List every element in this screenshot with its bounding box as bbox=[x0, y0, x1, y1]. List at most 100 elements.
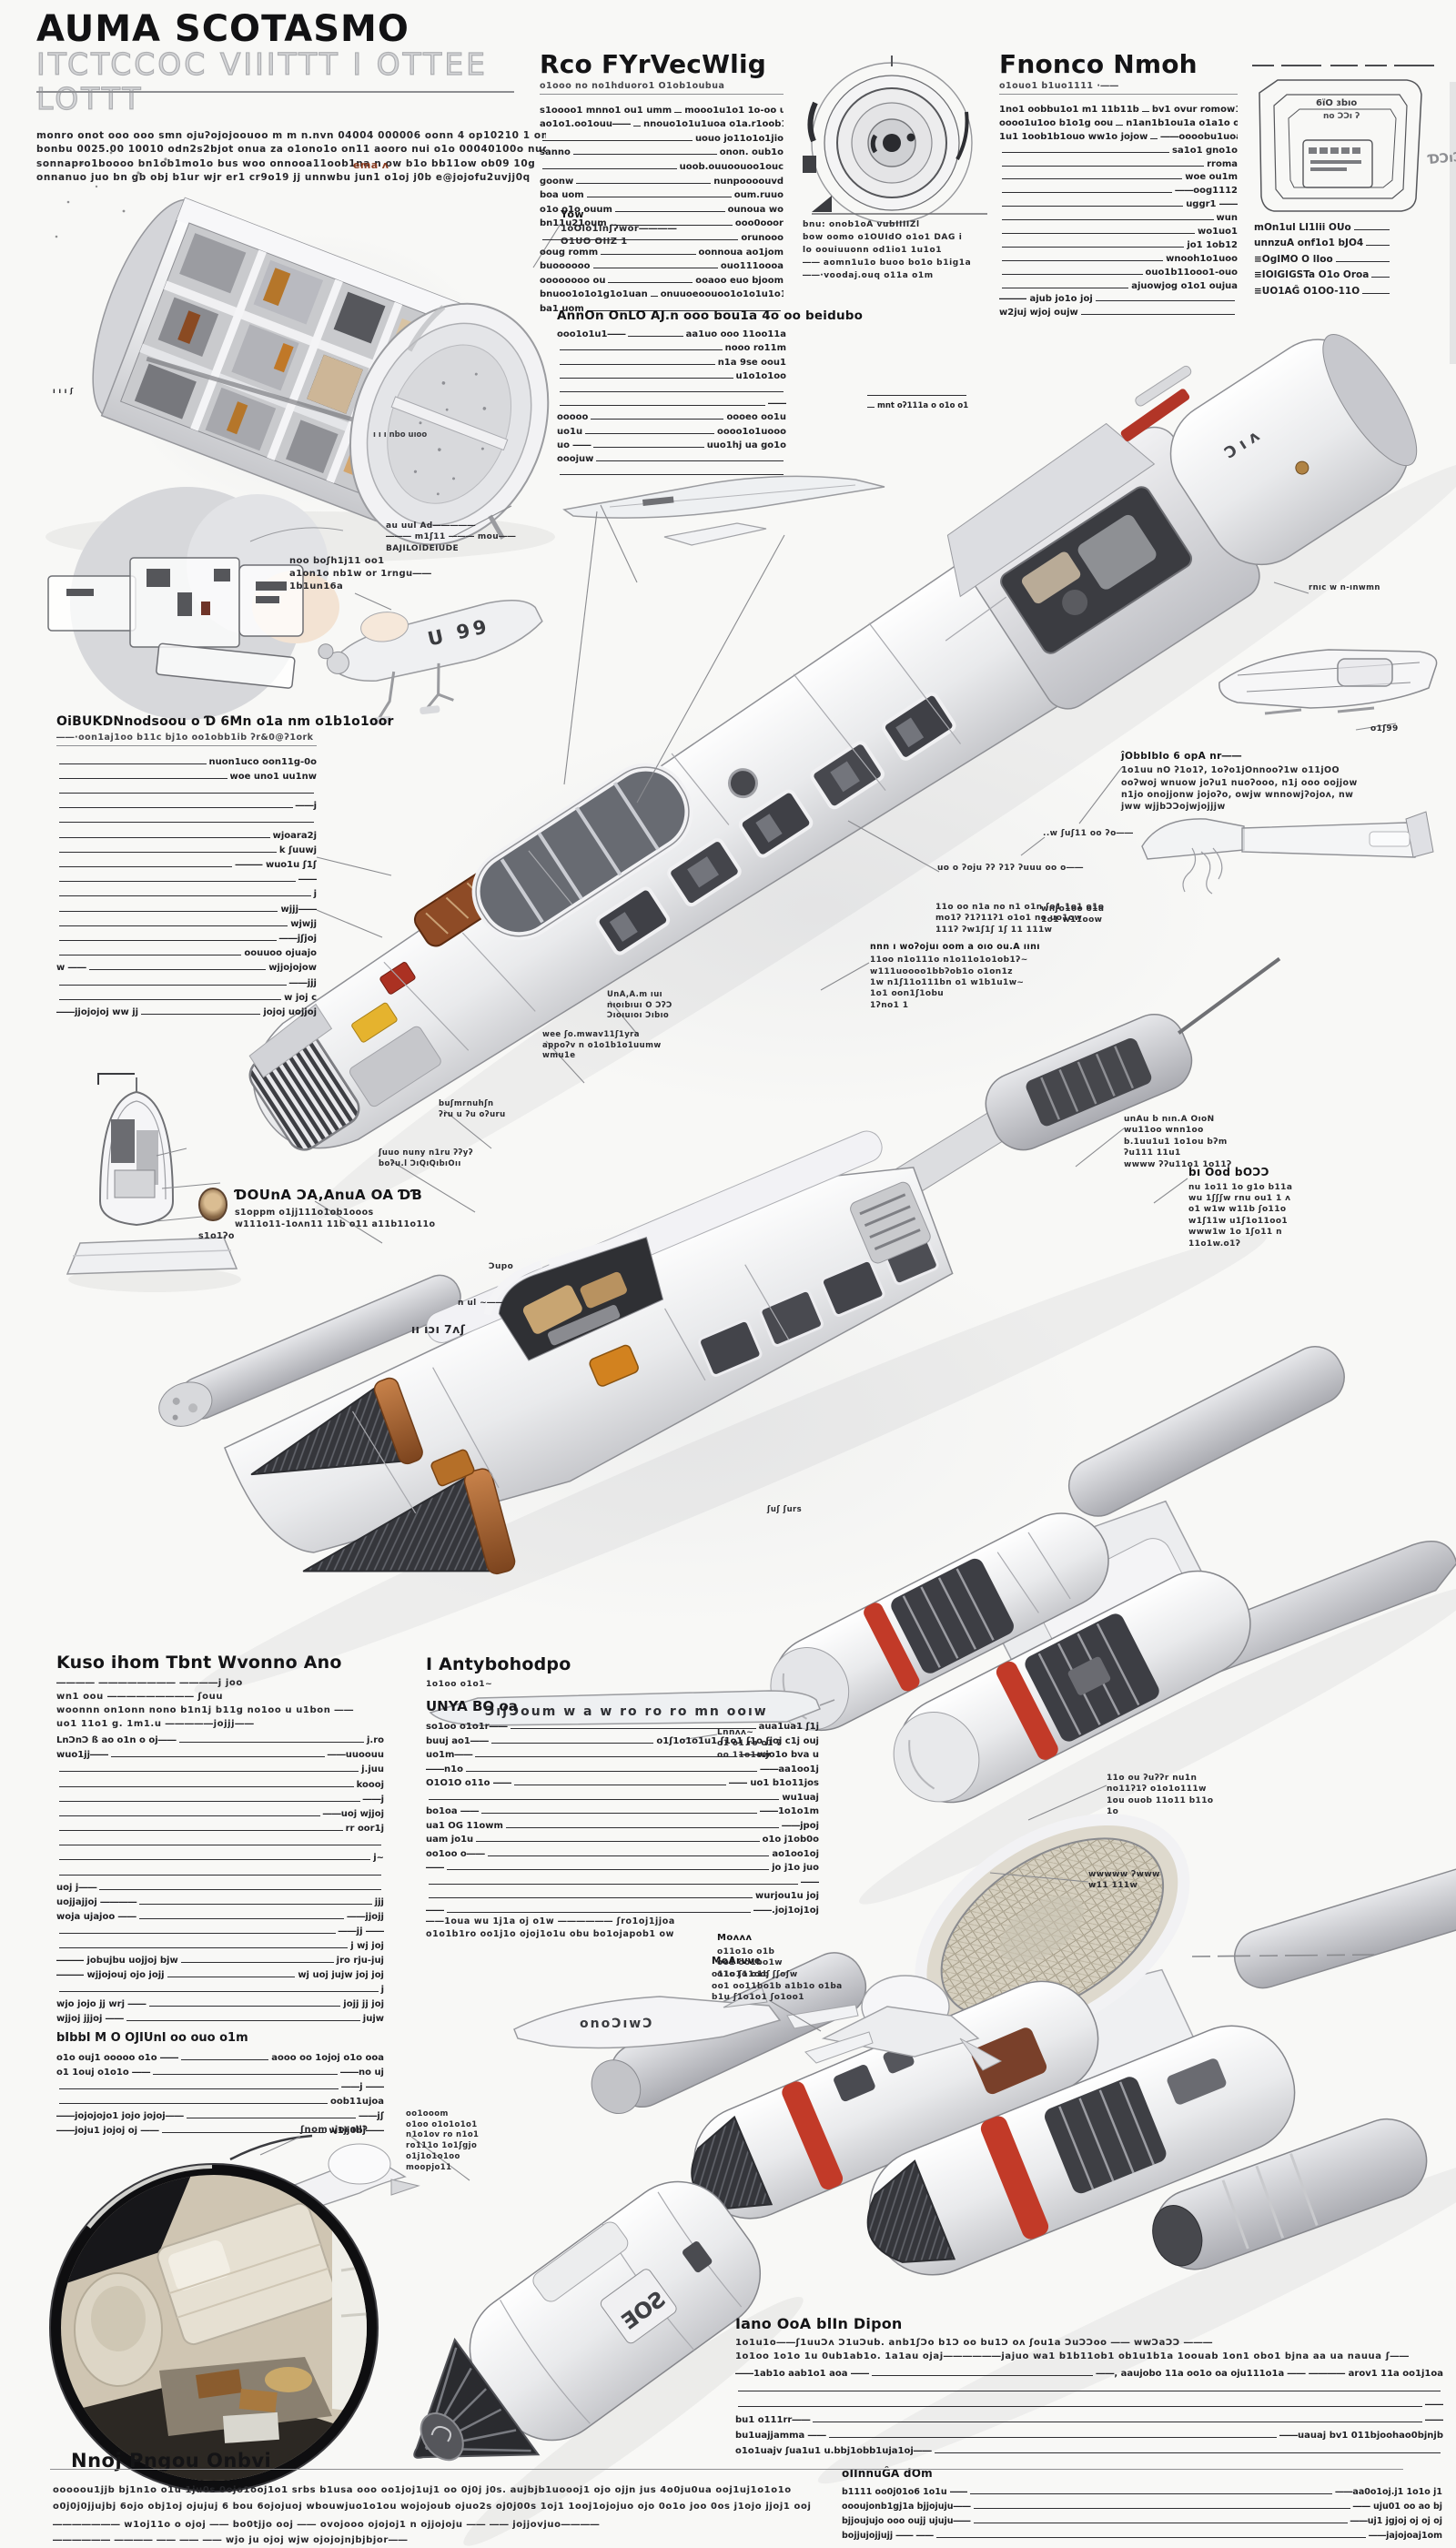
annotation-line: wwwww ʔwww bbox=[1088, 1870, 1160, 1879]
annotation-line: o11o1o o1b bbox=[717, 1946, 775, 1956]
intro-line: onnanuo juo bn gb obj b1ur wjr er1 cr9o1… bbox=[36, 172, 531, 184]
annotation-line: boʔu.l ƆıQıQıbıOıı bbox=[379, 1158, 461, 1168]
spec-row: bnuoo1o1o1g1o1uanonuuoeoouoo1o1o1u1o1um bbox=[540, 289, 784, 300]
annotation-line: ʃnom ıjoı ıllʔ bbox=[300, 2125, 369, 2135]
ship-bar-side: ƆıʃƆoum w a w ro ro ro mn ooıw bbox=[429, 1690, 835, 1726]
annotation-heading: Yow bbox=[561, 208, 584, 220]
porthole-label: ʃnom ıjoı ıllʔ bbox=[300, 2124, 391, 2137]
annotation-line: wu 1ʃʃʃw rnu ou1 1 ʌ bbox=[1188, 1193, 1291, 1203]
spec-row: wjoara2j bbox=[56, 825, 317, 841]
spec-row: o1 1ouj o1o1o ――――no uj bbox=[56, 2068, 384, 2078]
annotation-line: ――― m1ʃ11 ――― mou―― bbox=[386, 532, 516, 542]
annotation-line: s1oppm o1jj111o1ob1ooos bbox=[235, 1207, 374, 1218]
annotation-line: wnʃo1oo o1a bbox=[1041, 905, 1105, 914]
spec-row: wo1uo1 bbox=[999, 223, 1238, 237]
spec-row: wjo jojo jj wrj ――jojj jj joj bbox=[56, 1999, 384, 2010]
annotation-line: ʔu111 11u1 bbox=[1124, 1148, 1181, 1158]
footer-heading: Nnoj Pngou Onbvi bbox=[71, 2450, 272, 2472]
annotation-line: 1o1 w11oow bbox=[1041, 915, 1103, 925]
annotation-line: moopjo11 bbox=[406, 2162, 452, 2172]
spec-row: wjjoj jjjoj ――jujw bbox=[56, 2014, 384, 2025]
spec-row: ≡OgIMO O lIoo bbox=[1254, 248, 1392, 265]
pseudo-line: uo1 11o1 g. 1m1.u ―――――jojjj―― bbox=[56, 1718, 255, 1729]
intro-line: sonnapro1boooo bn1ob1mo1o bus woo onnooa… bbox=[36, 157, 536, 169]
hab-tag: ı ı ı nbo uıoo bbox=[373, 430, 427, 440]
nose-label-a: Ɔupo bbox=[489, 1261, 530, 1272]
ship4-tri-pod bbox=[591, 1813, 1456, 2484]
spec-row bbox=[56, 811, 317, 825]
annotation-line: ema ʌ bbox=[353, 159, 389, 171]
spec-row bbox=[735, 2379, 1443, 2394]
spec-row: w ――wjjojojow bbox=[56, 963, 317, 974]
spec-row: j.juu bbox=[56, 1760, 384, 1774]
spec-row: ―― bbox=[557, 395, 786, 409]
cockpit-text-2: no ƆƆı ʔ bbox=[1323, 112, 1360, 121]
spec-row: oooujonb1gj1a bjjojuju―――― uju01 oo ao b… bbox=[842, 2502, 1442, 2513]
annotation-line: www1w 1o 1ʃo11 n bbox=[1188, 1228, 1282, 1238]
spec-row: oouuoo ojuajo bbox=[56, 944, 317, 958]
annotation-line: O1UO OIIZ 1 bbox=[561, 236, 628, 247]
footer-rule bbox=[50, 2469, 1403, 2470]
glass-craft-plan bbox=[1218, 649, 1438, 715]
spec-row: wnooh1o1uoo bbox=[999, 250, 1238, 264]
shuttle-craft: U 99 bbox=[318, 599, 543, 725]
glassplan-label: o1ʃ99 bbox=[1370, 723, 1416, 734]
pseudo-line: ―――― ―――――――― ――――j joo bbox=[56, 1677, 243, 1688]
pseudo-line: bow oomo o1OUIdO o1o1 DAG i bbox=[803, 233, 963, 242]
spec-row: unnzuA onf1o1 bJO4 bbox=[1254, 233, 1392, 248]
spec-row: oob11ujoa bbox=[56, 2092, 384, 2107]
spec-row: ajuowjog o1o1 oujua bbox=[999, 278, 1238, 291]
annotation-heading: Moʌʌʌ bbox=[717, 1933, 753, 1943]
pseudo-paragraph: ――1oua wu 1j1a oj o1w ―――――― ʃro1oj1jjoa… bbox=[426, 1916, 819, 1941]
cockpit-side-label: ƊƆıƆ bbox=[1427, 150, 1456, 167]
block-subheading: bIbbI M O OJIUnI oo ouo o1m bbox=[56, 2031, 248, 2046]
spec-row: j bbox=[56, 1980, 384, 1995]
spec-row: bjjoujujo ooo oujj ujuju――――uj1 jgjoj oj… bbox=[842, 2516, 1442, 2527]
annotation-line: buʃmrnuhʃn bbox=[439, 1099, 494, 1108]
spec-row: wu1uaj bbox=[426, 1788, 819, 1803]
annotation-line: 11o oo n1a no n1 o1n ʃo1 1o1 o1o bbox=[935, 903, 1105, 912]
annotation-line: nu 1o11 1o g1o b11a bbox=[1188, 1182, 1293, 1192]
spec-row: ――uoj wjjoj bbox=[56, 1805, 384, 1819]
escape-pod-diagram bbox=[66, 1073, 241, 1292]
annotation-line: 1o1uu nO ʔ1o1ʔ, 1oʔo1jOnnooʔ1w o11jOO bbox=[1121, 765, 1340, 776]
annotation-line: wee ʃo.mwav11ʃ1yra bbox=[542, 1030, 640, 1039]
pseudo-paragraph: 1o1u1o――ʃ1uuƆʌ Ɔ1uƆub. anb1ʃƆo b1Ɔ oo bu… bbox=[735, 2336, 1443, 2363]
engine-section-diagram bbox=[803, 56, 987, 224]
flat-aircraft-glyph: onoƆıwƆ bbox=[580, 2017, 653, 2031]
hab-module-cutaway: ı ı ı nbo uıoo bbox=[46, 148, 555, 562]
spec-row: ooojuw bbox=[557, 450, 786, 464]
annotation-line: s1o1ʔo bbox=[198, 1230, 235, 1241]
block-subheading: o1ooo no no1hduoro1 O1ob1oubua bbox=[540, 81, 784, 96]
annotation-heading: ĵObbIbIo 6 opA nr―― bbox=[1121, 751, 1242, 762]
spec-row: ――j ―― bbox=[56, 2078, 384, 2092]
ship2-cutaway bbox=[158, 956, 1281, 1694]
spec-row: uoob.ouuoouoo1ouc bbox=[540, 157, 784, 172]
translucent-module-diagram bbox=[47, 487, 344, 720]
spec-row: bu1uajjamma ――――uauaj bv1 011bjoohao0bjn… bbox=[735, 2430, 1443, 2441]
spec-row: ba1 uom bbox=[540, 299, 784, 314]
spec-row: j bbox=[56, 885, 317, 899]
poster-header: AUMA SCOTASMO ITCTCCOC VIIITTT I OTTEE L… bbox=[35, 11, 546, 186]
annotation-line: 1w n1ʃ11o111bn o1 w1b1u1w~ bbox=[870, 977, 1025, 987]
